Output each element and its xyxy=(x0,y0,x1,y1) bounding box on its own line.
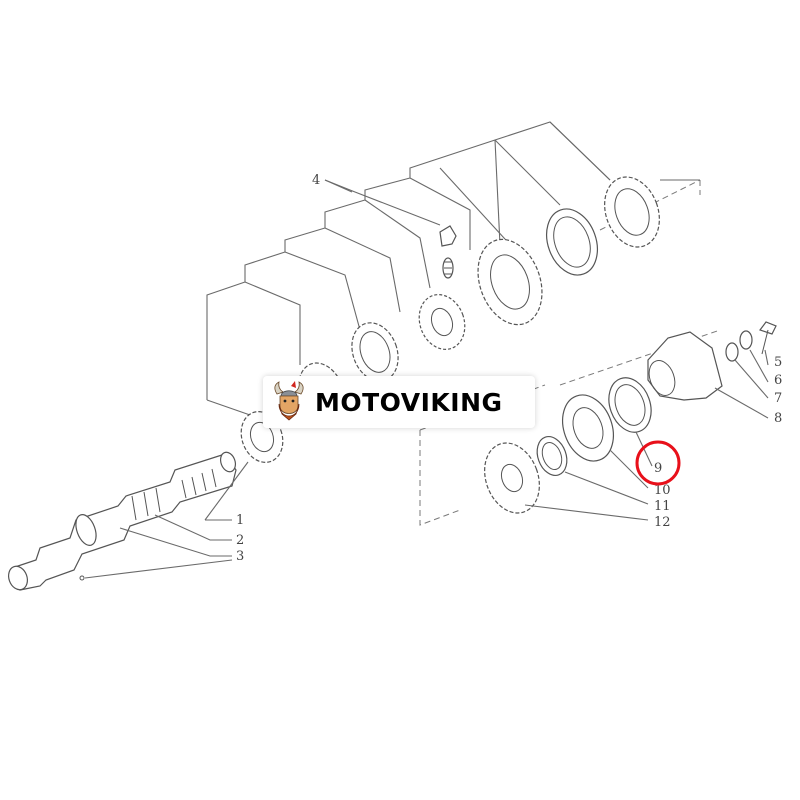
callout-2: 2 xyxy=(236,533,244,548)
highlight-circle xyxy=(635,440,681,486)
upper-assembly-frame xyxy=(206,121,611,416)
main-shaft xyxy=(7,451,237,591)
viking-head-icon xyxy=(274,381,304,421)
callout-9: 9 xyxy=(654,461,662,476)
callout-12: 12 xyxy=(654,515,671,530)
brand-name: MOTOVIKING xyxy=(315,387,503,417)
brand-watermark: MOTOVIKING xyxy=(263,376,535,428)
callout-10: 10 xyxy=(654,483,671,498)
callout-3: 3 xyxy=(236,549,244,564)
lower-parts xyxy=(484,321,777,514)
callout-4: 4 xyxy=(312,173,320,188)
callout-11: 11 xyxy=(654,499,671,514)
callout-numbers: 1 2 3 4 5 6 7 8 9 10 11 12 xyxy=(236,173,782,564)
callout-1: 1 xyxy=(236,513,244,528)
callout-7: 7 xyxy=(774,391,782,406)
callout-8: 8 xyxy=(774,411,782,426)
callout-6: 6 xyxy=(774,373,782,388)
shaft-leaders xyxy=(79,461,249,581)
callout-5: 5 xyxy=(774,355,782,370)
lower-leaders xyxy=(324,179,769,521)
